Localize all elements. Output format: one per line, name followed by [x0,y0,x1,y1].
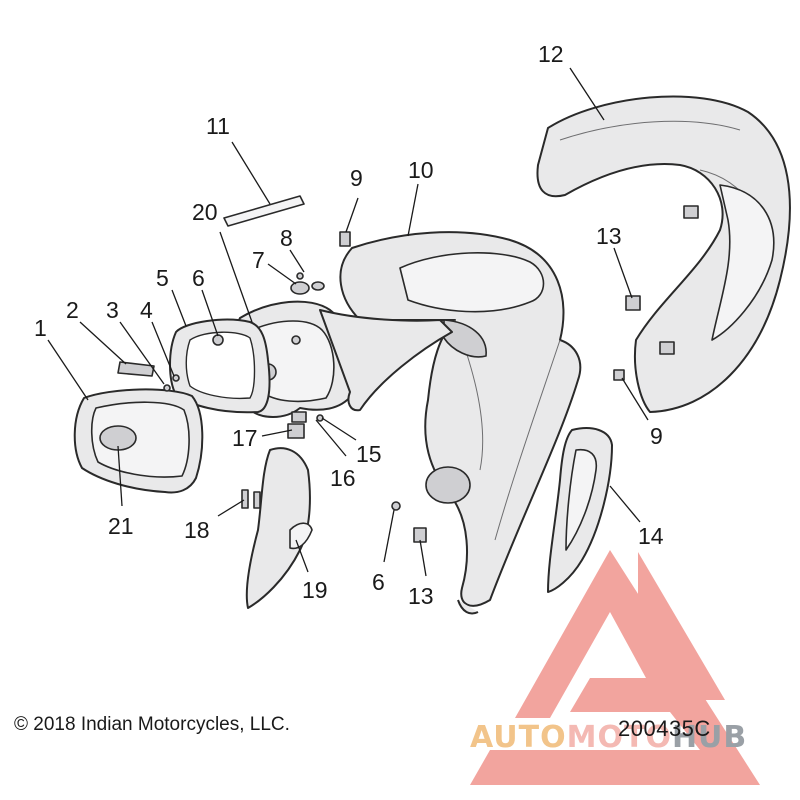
part-9-clip-upper [339,231,351,247]
callout-13-upper: 13 [596,223,622,249]
callout-9-lower: 9 [650,423,663,449]
part-7-8-hardware [290,272,325,295]
watermark-word-moto: MOTO [566,720,672,755]
part-6-screw-lower [391,501,401,511]
callout-13-lower: 13 [408,583,434,609]
callout-19: 19 [302,577,328,603]
leader-lines [47,67,649,577]
callout-labels: 1 2 3 4 5 6 7 8 9 10 11 12 13 9 20 17 15… [34,41,664,609]
callout-9-upper: 9 [350,165,363,191]
drawing-number: 200435C [618,716,711,741]
callout-3: 3 [106,297,119,323]
callout-14: 14 [638,523,664,549]
part-14-side-panel [547,427,613,593]
callout-17: 17 [232,425,258,451]
part-19-lower-panel [245,447,313,609]
copyright-notice: © 2018 Indian Motorcycles, LLC. [14,714,290,735]
part-10-inner-fairing [339,231,582,615]
callout-5: 5 [156,265,169,291]
callout-15: 15 [356,441,382,467]
callout-10: 10 [408,157,434,183]
watermark-word-hub: HUB [671,720,748,755]
part-9-clip-lower [613,369,625,381]
watermark-text: AUTOMOTOHUB [470,720,800,760]
callout-21: 21 [108,513,134,539]
part-12-outer-fairing [536,95,791,413]
callout-12: 12 [538,41,564,67]
watermark-word-auto: AUTO [470,720,567,755]
callout-16: 16 [330,465,356,491]
callout-11: 11 [206,113,230,139]
part-11-strip [223,195,305,227]
part-5-bezel [169,318,271,414]
part-2-plate [117,361,155,377]
part-13-nut-lower [413,527,427,543]
part-18-bolt [241,489,261,509]
part-4-screw [172,374,180,382]
part-15-16-17-hardware [287,411,324,439]
callout-7: 7 [252,247,265,273]
callout-6-upper: 6 [192,265,205,291]
part-6-screw-upper [291,335,301,345]
callout-8: 8 [280,225,293,251]
callout-18: 18 [184,517,210,543]
callout-1: 1 [34,315,47,341]
callout-2: 2 [66,297,79,323]
part-1-cover [73,388,204,494]
callout-6-lower: 6 [372,569,385,595]
part-3-clip [163,384,171,392]
callout-20: 20 [192,199,218,225]
callout-4: 4 [140,297,153,323]
